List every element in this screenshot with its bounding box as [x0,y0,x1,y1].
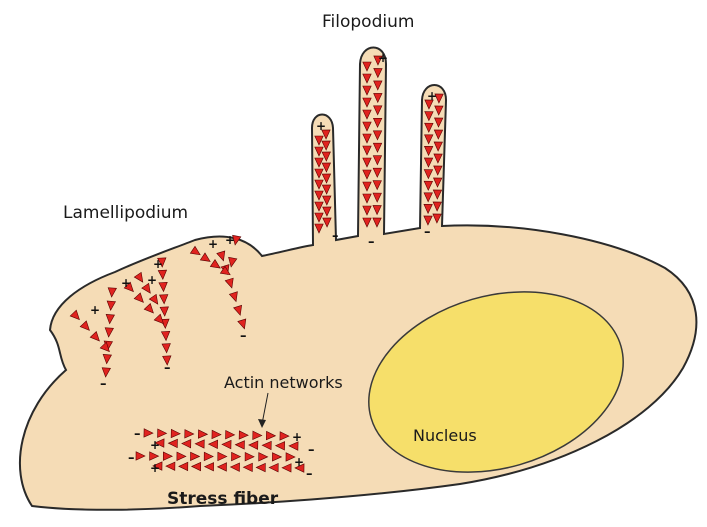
stress-fiber-plus-sign-1: + [150,438,160,452]
actin-networks-label: Actin networks [224,373,343,392]
stress-fiber-plus-sign-2: + [150,461,160,475]
stress-fiber-minus-sign-4: – [306,467,313,482]
lamellipodium-plus-sign-4: + [153,257,163,271]
lamellipodium-plus-sign-5: + [208,237,218,251]
filopodium-1-plus-sign: + [316,119,326,133]
lamellipodium-plus-sign-1: + [90,303,100,317]
filopodium-2-minus-sign: – [368,235,375,250]
stress-fiber-plus-sign-3: + [292,430,302,444]
lamellipodium-plus-sign-3: + [147,273,157,287]
nucleus-label: Nucleus [413,426,477,445]
filopodium-1-minus-sign: – [332,229,339,244]
lamellipodium-minus-sign-2: – [164,361,171,376]
stress-fiber-minus-sign-2: – [128,451,135,466]
stress-fiber-label: Stress fiber [167,489,279,509]
lamellipodium-minus-sign-1: – [100,377,107,392]
stress-fiber-minus-sign-3: – [308,443,315,458]
lamellipodium-minus-sign-3: – [240,329,247,344]
filopodium-label: Filopodium [322,12,414,32]
lamellipodium-label: Lamellipodium [63,203,188,223]
lamellipodium-plus-sign-6: + [225,233,235,247]
stress-fiber-minus-sign-1: – [134,427,141,442]
stress-fiber-plus-sign-4: + [294,455,304,469]
filopodium-3-minus-sign: – [424,225,431,240]
filopodium-2-plus-sign: + [378,51,388,65]
lamellipodium-plus-sign-2: + [121,276,131,290]
filopodium-3-plus-sign: + [427,89,437,103]
